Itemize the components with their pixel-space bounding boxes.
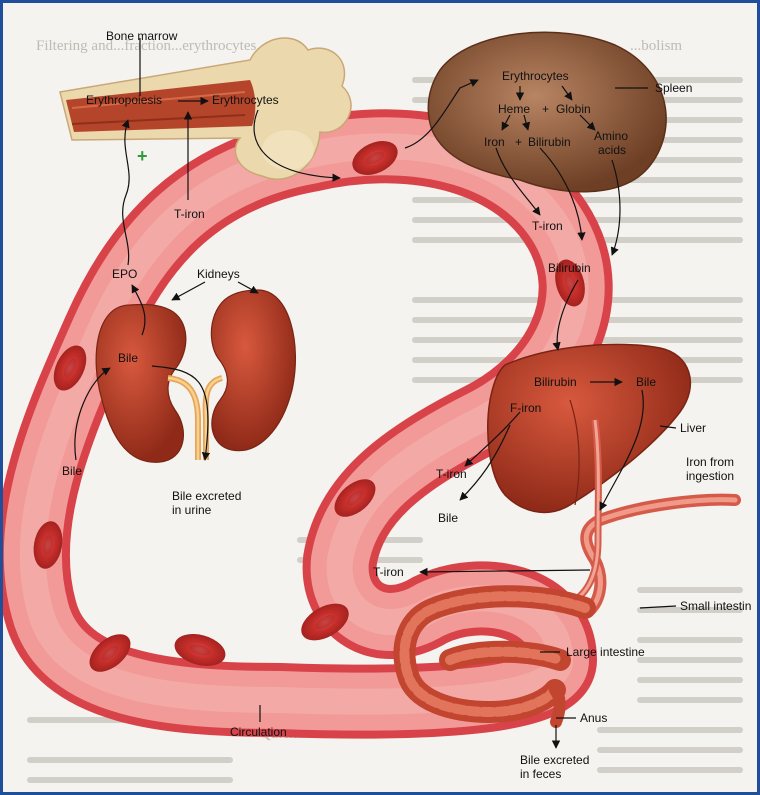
- label-plus-heme: +: [542, 102, 549, 116]
- label-bile-kidney: Bile: [118, 351, 138, 365]
- label-acids: acids: [598, 143, 626, 157]
- label-liver: Liver: [680, 421, 706, 435]
- label-globin: Globin: [556, 102, 591, 116]
- label-bile-feces-2: in feces: [520, 767, 561, 781]
- label-t-iron-liver: T-iron: [436, 467, 467, 481]
- label-heme: Heme: [498, 102, 530, 116]
- label-bile-feces-1: Bile excreted: [520, 753, 589, 767]
- label-erythrocytes-spleen: Erythrocytes: [502, 69, 569, 83]
- label-erythrocytes-bone: Erythrocytes: [212, 93, 279, 107]
- label-bone-marrow: Bone marrow: [106, 29, 178, 43]
- label-bilirubin-spleen: Bilirubin: [528, 135, 571, 149]
- label-f-iron: F-iron: [510, 401, 541, 415]
- label-bilirubin-liver: Bilirubin: [534, 375, 577, 389]
- label-large-intestine: Large intestine: [566, 645, 645, 659]
- label-plus-green: +: [137, 146, 148, 166]
- label-iron: Iron: [484, 135, 505, 149]
- label-bile-left: Bile: [62, 464, 82, 478]
- label-amino: Amino: [594, 129, 628, 143]
- label-bile-excreted-urine-2: in urine: [172, 503, 212, 517]
- bg-header-right: ...bolism: [630, 38, 682, 54]
- label-t-iron-spleen: T-iron: [532, 219, 563, 233]
- label-circulation: Circulation: [230, 725, 287, 739]
- label-erythropoiesis: Erythropoiesis: [86, 93, 162, 107]
- label-bile-liver: Bile: [636, 375, 656, 389]
- label-bile-liver-out: Bile: [438, 511, 458, 525]
- label-spleen: Spleen: [655, 81, 692, 95]
- label-bilirubin-mid: Bilirubin: [548, 261, 591, 275]
- label-t-iron-bone: T-iron: [174, 207, 205, 221]
- label-t-iron-intestine: T-iron: [373, 565, 404, 579]
- label-epo: EPO: [112, 267, 137, 281]
- label-iron-from: Iron from: [686, 455, 734, 469]
- label-ingestion: ingestion: [686, 469, 734, 483]
- label-small-intestine: Small intestin: [680, 599, 751, 613]
- label-anus: Anus: [580, 711, 607, 725]
- label-plus-iron: +: [515, 135, 522, 149]
- label-bile-excreted-urine-1: Bile excreted: [172, 489, 241, 503]
- label-kidneys: Kidneys: [197, 267, 240, 281]
